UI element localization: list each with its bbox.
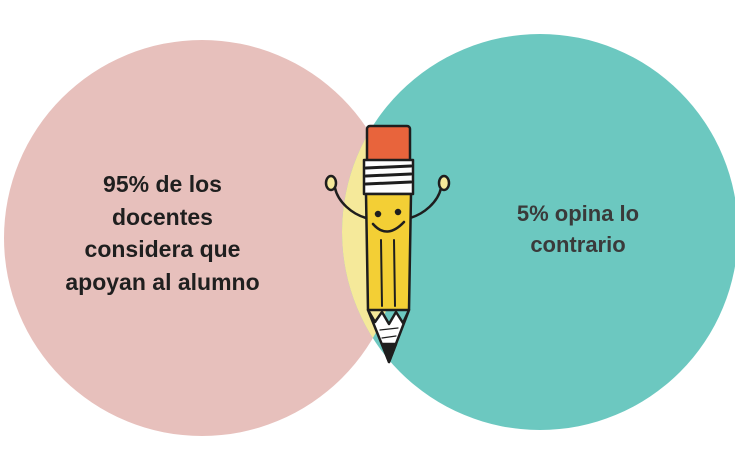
left-label-line: 95% de los	[103, 171, 222, 197]
right-label-line: 5% opina lo	[516, 201, 640, 226]
left-circle-label: 95% de los docentes considera que apoyan…	[30, 168, 295, 299]
right-hand	[437, 174, 451, 192]
left-arm	[333, 186, 368, 220]
left-eye	[374, 210, 382, 218]
left-label-line: apoyan al alumno	[65, 268, 260, 295]
right-circle-label: 5% opina lo contrario	[478, 198, 678, 260]
pencil-body	[364, 192, 413, 312]
left-label-line: considera que	[84, 236, 241, 263]
right-arm	[408, 186, 443, 220]
smile	[371, 220, 406, 233]
smiling-pencil-icon	[324, 124, 451, 364]
left-circle	[4, 40, 400, 436]
body-grooves	[380, 239, 396, 307]
left-label-line: docentes	[112, 203, 213, 230]
right-circle	[342, 34, 735, 430]
pencil-eraser	[365, 124, 412, 164]
left-hand	[324, 174, 338, 192]
ferrule-stripes	[364, 164, 413, 186]
wood-scribbles	[379, 327, 399, 339]
right-label-line: contrario	[530, 232, 626, 258]
right-eye	[394, 208, 402, 216]
pencil-lead	[380, 342, 398, 364]
